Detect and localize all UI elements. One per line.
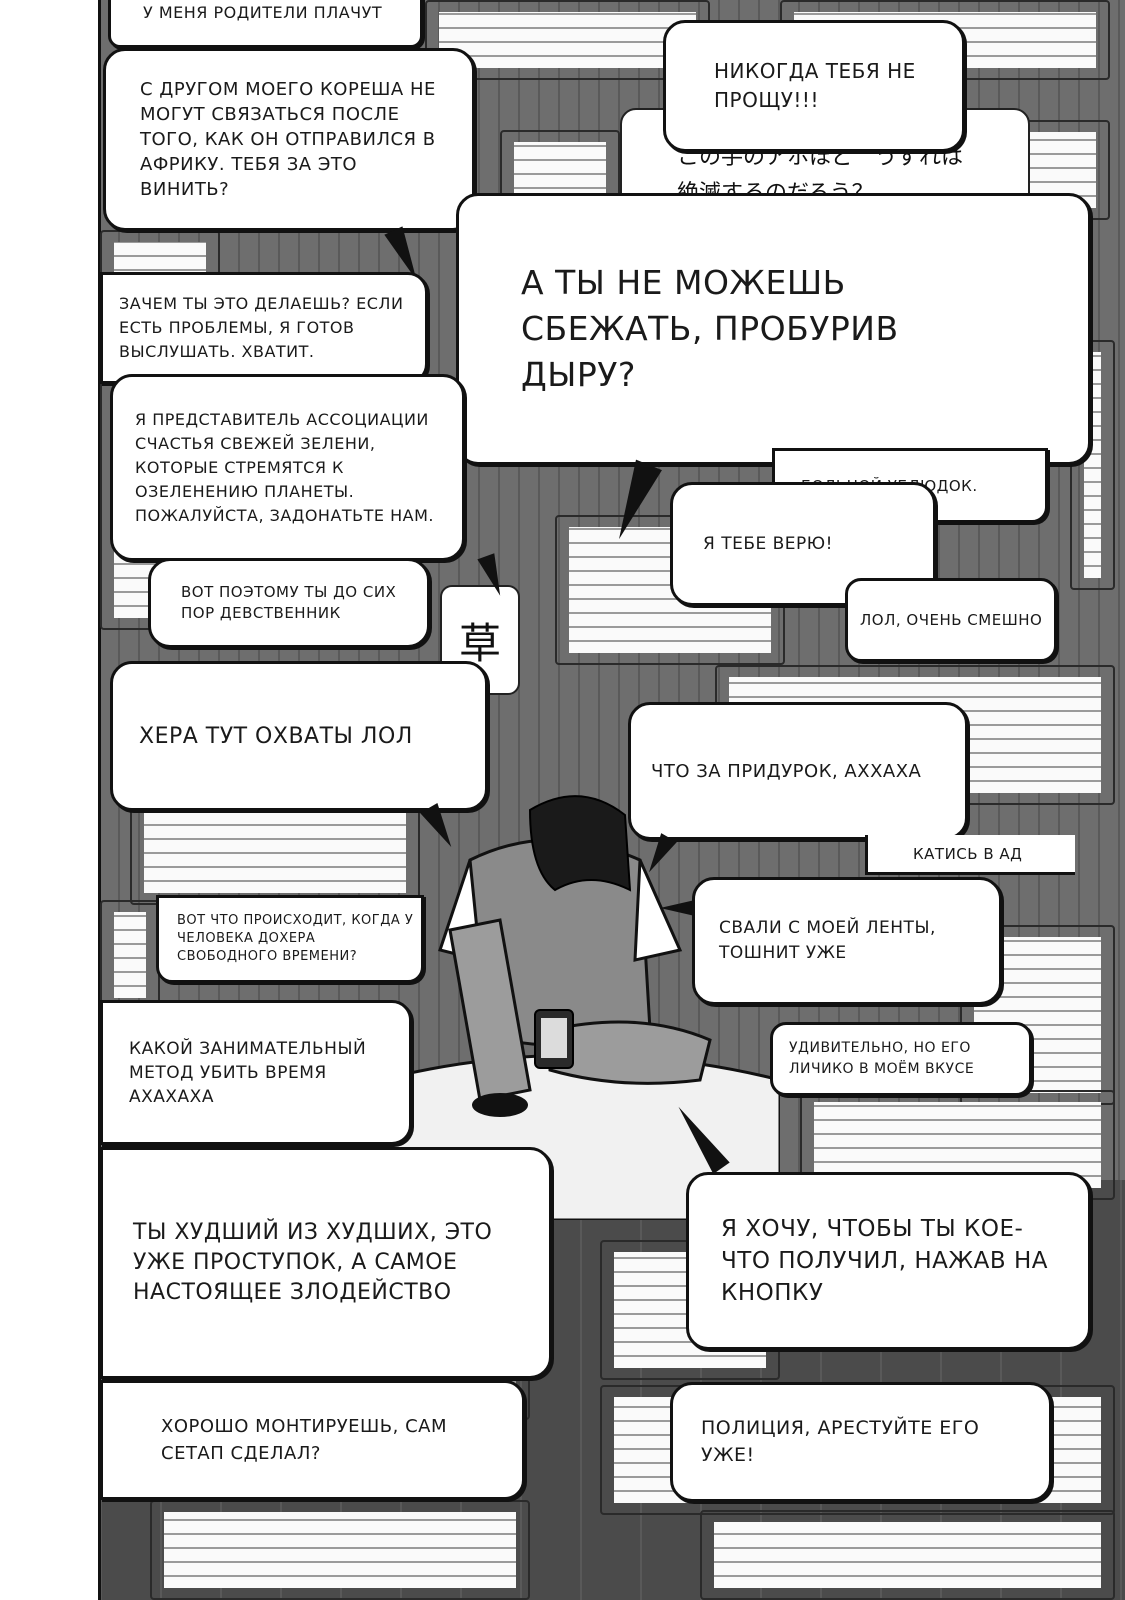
bubble-tail: [660, 900, 695, 916]
comment-text: ЛОЛ, ОЧЕНЬ СМЕШНО: [860, 611, 1043, 629]
hair: [528, 795, 632, 892]
legs-plaid: [448, 918, 532, 1102]
comment-text: С ДРУГОМ МОЕГО КОРЕША НЕ МОГУТ СВЯЗАТЬСЯ…: [140, 79, 436, 200]
comment-text: Я ТЕБЕ ВЕРЮ!: [703, 534, 833, 554]
comment-text: КАКОЙ ЗАНИМАТЕЛЬНЫЙ МЕТОД УБИТЬ ВРЕМЯ АХ…: [129, 1038, 367, 1107]
comment-text: Я ПРЕДСТАВИТЕЛЬ АССОЦИАЦИИ СЧАСТЬЯ СВЕЖЕ…: [135, 409, 434, 525]
comment-bubble: Я ХОЧУ, ЧТОБЫ ТЫ КОЕ-ЧТО ПОЛУЧИЛ, НАЖАВ …: [686, 1172, 1091, 1350]
comment-text: ВОТ ПОЭТОМУ ТЫ ДО СИХ ПОР ДЕВСТВЕННИК: [181, 583, 397, 622]
comment-bubble: СВАЛИ С МОЕЙ ЛЕНТЫ, ТОШНИТ УЖЕ: [692, 877, 1002, 1005]
comment-bubble: ВОТ ЧТО ПРОИСХОДИТ, КОГДА У ЧЕЛОВЕКА ДОХ…: [156, 895, 424, 983]
comment-bubble: ТЫ ХУДШИЙ ИЗ ХУДШИХ, ЭТО УЖЕ ПРОСТУПОК, …: [100, 1147, 552, 1379]
comment-text: Я ХОЧУ, ЧТОБЫ ТЫ КОЕ-ЧТО ПОЛУЧИЛ, НАЖАВ …: [721, 1216, 1048, 1306]
comment-text: НИКОГДА ТЕБЯ НЕ ПРОЩУ!!!: [714, 59, 916, 112]
comment-text: А ТЫ НЕ МОЖЕШЬ СБЕЖАТЬ, ПРОБУРИВ ДЫРУ?: [521, 263, 899, 394]
legs-crossed: [548, 1020, 712, 1085]
comment-bubble: ВОТ ПОЭТОМУ ТЫ ДО СИХ ПОР ДЕВСТВЕННИК: [148, 558, 430, 648]
comment-bubble: Я ПРЕДСТАВИТЕЛЬ АССОЦИАЦИИ СЧАСТЬЯ СВЕЖЕ…: [110, 374, 465, 561]
comment-bubble: ХОРОШО МОНТИРУЕШЬ, САМ СЕТАП СДЕЛАЛ?: [100, 1380, 525, 1500]
comment-bubble: КАКОЙ ЗАНИМАТЕЛЬНЫЙ МЕТОД УБИТЬ ВРЕМЯ АХ…: [100, 1000, 412, 1145]
comment-text: ХОРОШО МОНТИРУЕШЬ, САМ СЕТАП СДЕЛАЛ?: [161, 1416, 448, 1464]
comment-bubble: ПОЛИЦИЯ, АРЕСТУЙТЕ ЕГО УЖЕ!: [670, 1382, 1052, 1502]
background-comment-paper: [700, 1510, 1115, 1600]
comment-bubble: КАТИСЬ В АД: [865, 835, 1075, 875]
background-comment-paper: [425, 0, 710, 80]
background-comment-paper: [150, 1500, 530, 1600]
comment-text: КАТИСЬ В АД: [913, 844, 1023, 863]
background-comment-paper: [100, 900, 160, 1010]
comment-bubble: ЗАЧЕМ ТЫ ЭТО ДЕЛАЕШЬ? ЕСЛИ ЕСТЬ ПРОБЛЕМЫ…: [100, 272, 428, 384]
comment-bubble: НИКОГДА ТЕБЯ НЕ ПРОЩУ!!!: [663, 20, 965, 152]
character-illustration: [380, 795, 780, 1220]
comment-text: ЗАЧЕМ ТЫ ЭТО ДЕЛАЕШЬ? ЕСЛИ ЕСТЬ ПРОБЛЕМЫ…: [119, 294, 404, 361]
comment-text: УДИВИТЕЛЬНО, НО ЕГО ЛИЧИКО В МОЁМ ВКУСЕ: [789, 1040, 975, 1077]
comment-text: ЧТО ЗА ПРИДУРОК, АХХАХА: [651, 760, 922, 782]
main-comment-bubble: А ТЫ НЕ МОЖЕШЬ СБЕЖАТЬ, ПРОБУРИВ ДЫРУ?: [456, 193, 1091, 465]
comment-bubble: С ДРУГОМ МОЕГО КОРЕША НЕ МОГУТ СВЯЗАТЬСЯ…: [103, 48, 475, 231]
comment-bubble: У МЕНЯ РОДИТЕЛИ ПЛАЧУТ: [108, 0, 423, 48]
comment-bubble: УДИВИТЕЛЬНО, НО ЕГО ЛИЧИКО В МОЁМ ВКУСЕ: [770, 1022, 1032, 1096]
comment-text: ПОЛИЦИЯ, АРЕСТУЙТЕ ЕГО УЖЕ!: [701, 1417, 980, 1466]
panel-border: [98, 0, 101, 1600]
comment-text: ХЕРА ТУТ ОХВАТЫ ЛОЛ: [139, 723, 413, 749]
phone-screen: [541, 1018, 567, 1058]
comment-text: У МЕНЯ РОДИТЕЛИ ПЛАЧУТ: [143, 3, 383, 22]
comment-bubble: ЛОЛ, ОЧЕНЬ СМЕШНО: [845, 578, 1057, 662]
comment-text: СВАЛИ С МОЕЙ ЛЕНТЫ, ТОШНИТ УЖЕ: [719, 918, 936, 963]
background-comment-paper: [130, 795, 420, 905]
foot: [472, 1093, 528, 1117]
comment-text: ВОТ ЧТО ПРОИСХОДИТ, КОГДА У ЧЕЛОВЕКА ДОХ…: [177, 913, 414, 964]
comment-text: ТЫ ХУДШИЙ ИЗ ХУДШИХ, ЭТО УЖЕ ПРОСТУПОК, …: [133, 1220, 493, 1305]
comment-bubble: ХЕРА ТУТ ОХВАТЫ ЛОЛ: [110, 661, 488, 811]
kanji-text: 草: [458, 618, 501, 668]
comment-bubble: ЧТО ЗА ПРИДУРОК, АХХАХА: [628, 702, 968, 840]
